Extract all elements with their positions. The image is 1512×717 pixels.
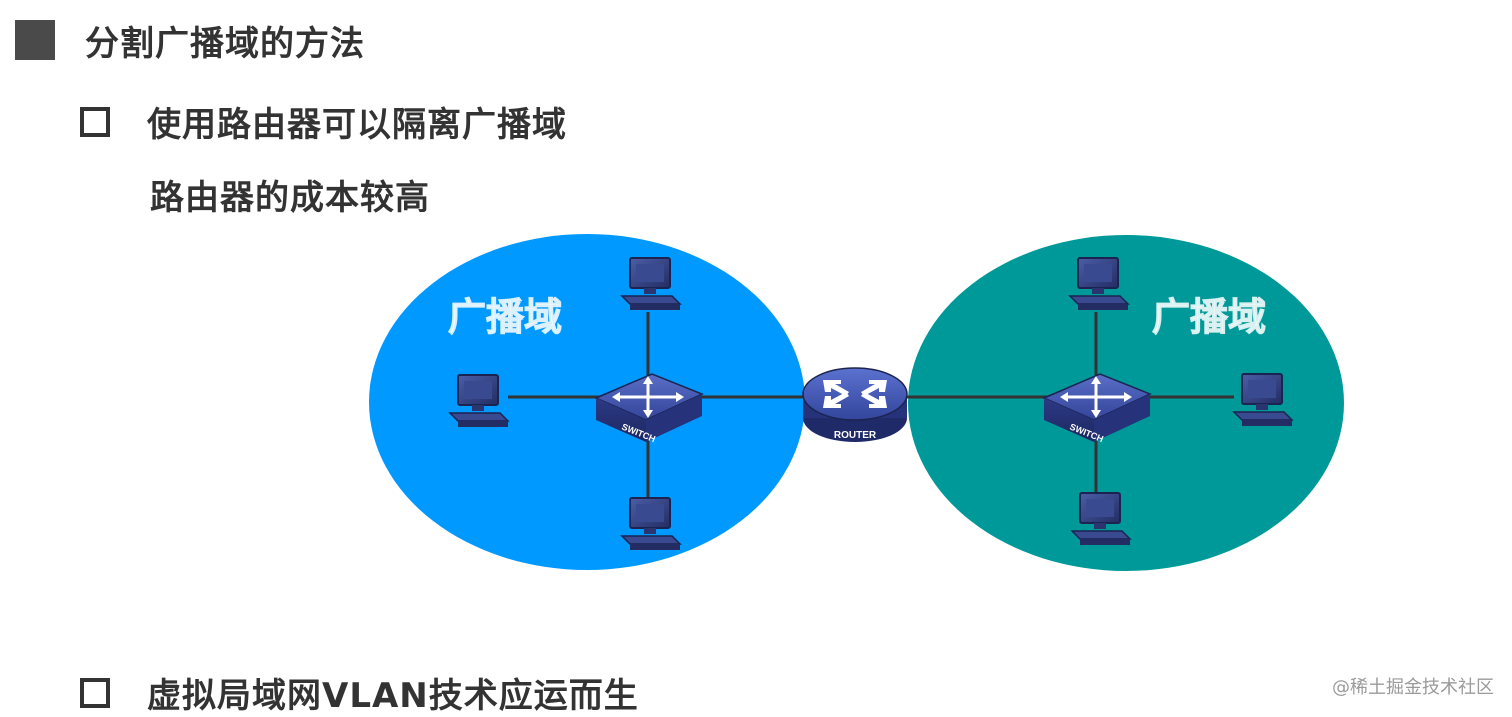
bullet-item-router: 使用路由器可以隔离广播域 bbox=[80, 97, 567, 146]
broadcast-domain-label-left: 广播域 bbox=[448, 295, 562, 339]
checkbox-square-icon bbox=[80, 106, 110, 137]
heading-square-icon bbox=[15, 20, 55, 60]
switch-icon: SWITCH bbox=[594, 373, 704, 444]
router-label: ROUTER bbox=[834, 430, 877, 441]
checkbox-square-icon bbox=[80, 677, 110, 708]
watermark: @稀土掘金技术社区 bbox=[1332, 677, 1494, 698]
connection-lines bbox=[508, 312, 1234, 498]
bullet-text: 使用路由器可以隔离广播域 bbox=[147, 105, 567, 145]
router-icon: ROUTER bbox=[802, 367, 908, 442]
bullet-item-vlan: 虚拟局域网VLAN技术应运而生 bbox=[80, 668, 639, 717]
broadcast-domain-left bbox=[369, 234, 805, 570]
section-heading: 分割广播域的方法 bbox=[15, 18, 365, 64]
page-title: 分割广播域的方法 bbox=[85, 23, 365, 64]
broadcast-domain-label-right: 广播域 bbox=[1152, 295, 1266, 339]
sub-note: 路由器的成本较高 bbox=[150, 178, 430, 218]
bullet-text: 虚拟局域网VLAN技术应运而生 bbox=[147, 676, 639, 716]
